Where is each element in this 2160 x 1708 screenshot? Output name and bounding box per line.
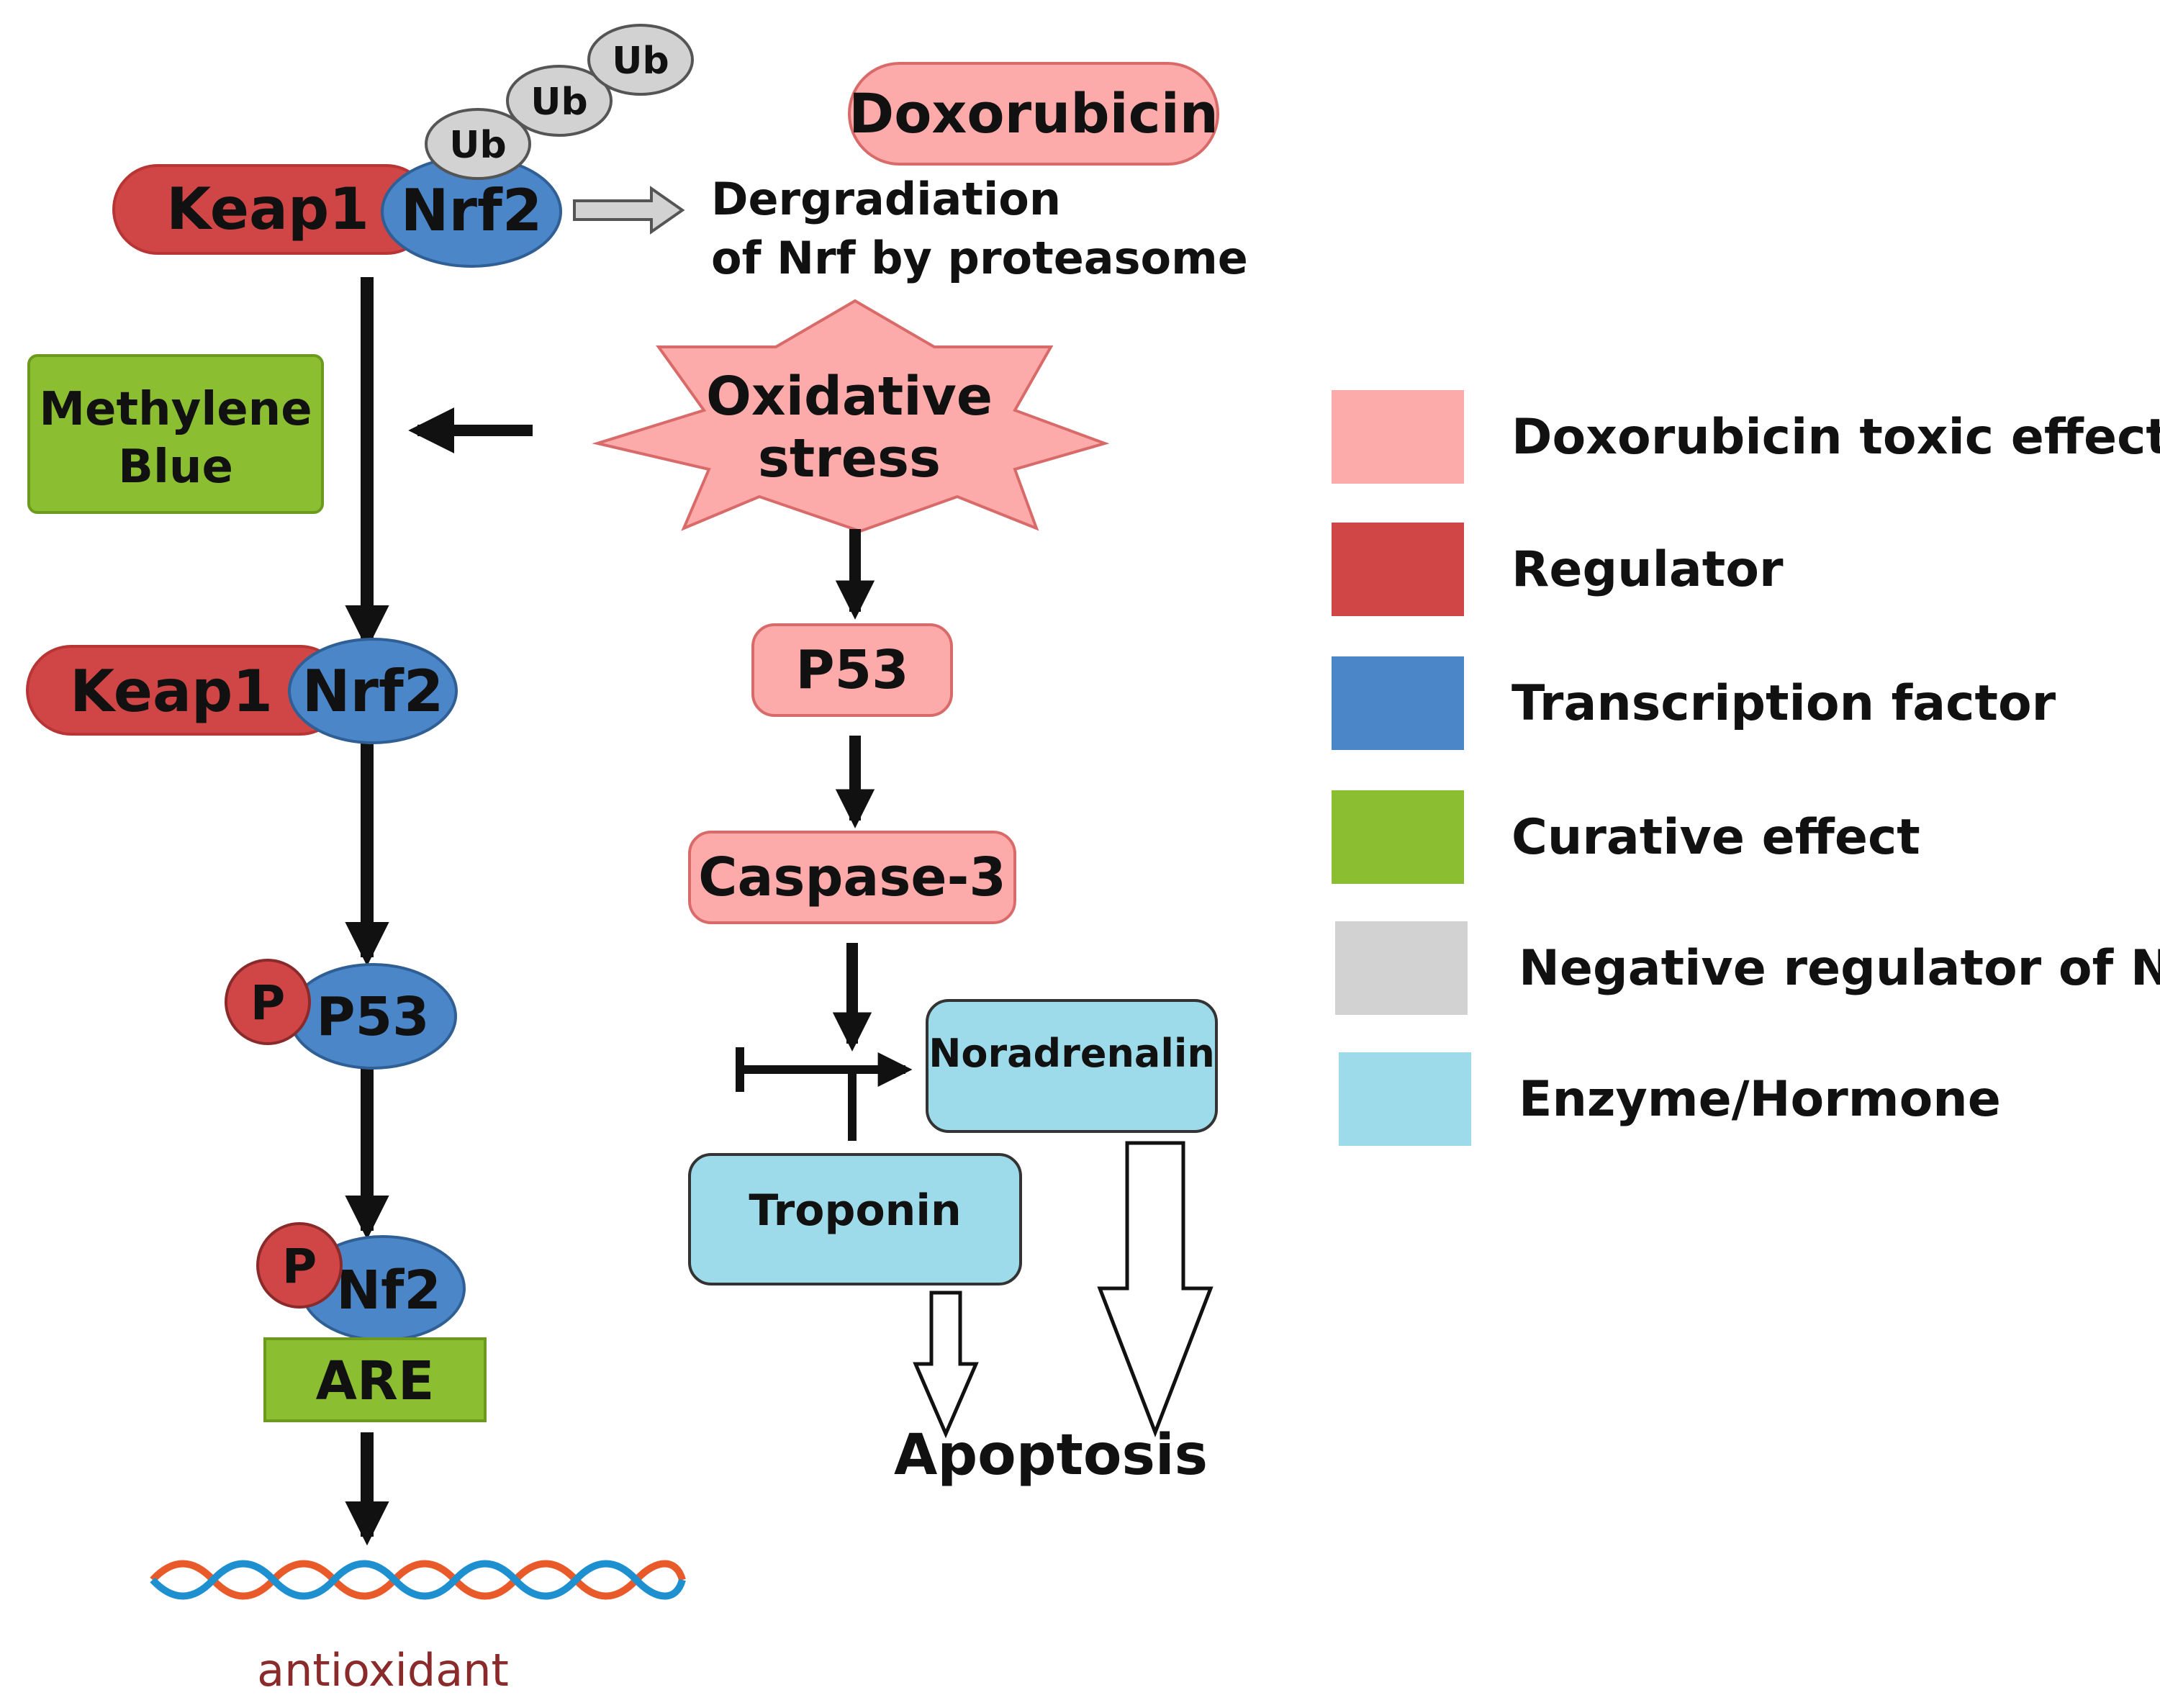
doxorubicin-node: Doxorubicin xyxy=(848,62,1219,166)
ub-1-label: Ub xyxy=(449,124,506,167)
antioxidant-label: antioxidant xyxy=(257,1644,509,1696)
ub-3-shape xyxy=(587,24,694,96)
degradation-label-line2: of Nrf by proteasome xyxy=(711,232,1248,284)
legend-swatch-doxorubicin-toxic-effect xyxy=(1332,390,1464,484)
phospho-2-label: P xyxy=(282,1239,317,1294)
nrf2-mid-label: Nrf2 xyxy=(302,658,444,725)
degradation-arrow xyxy=(573,186,685,235)
legend-swatch-transcription-factor xyxy=(1332,656,1464,750)
p53-right-label: P53 xyxy=(795,639,908,701)
degradation-label-line1: Dergradiation xyxy=(711,173,1061,225)
keap1-mid-label: Keap1 xyxy=(70,658,273,725)
legend-item-curative-effect: Curative effect xyxy=(1332,790,1920,884)
ub-3-label: Ub xyxy=(612,40,669,83)
caspase3-shape xyxy=(688,831,1016,924)
nrf2-top-label: Nrf2 xyxy=(401,177,543,244)
noradrenalin-node: Noradrenalin xyxy=(926,999,1218,1133)
noradrenalin-shape xyxy=(926,999,1218,1133)
troponin-node: Troponin xyxy=(688,1153,1022,1285)
methylene-blue-label-line2: Blue xyxy=(118,440,233,494)
troponin-shape xyxy=(688,1153,1022,1285)
p53-left-label: P53 xyxy=(316,986,429,1048)
doxorubicin-shape xyxy=(848,62,1219,166)
legend-label-negative-regulator: Negative regulator of Nrf2 xyxy=(1519,940,2160,997)
legend-swatch-enzyme-hormone xyxy=(1339,1052,1471,1146)
legend-label-curative-effect: Curative effect xyxy=(1511,809,1920,866)
noradrenalin-to-apoptosis-arrow xyxy=(1097,1141,1214,1437)
methylene-blue-node: Methylene Blue xyxy=(27,354,324,514)
phospho-2-shape xyxy=(256,1222,343,1309)
are-node: ARE xyxy=(263,1337,487,1422)
phospho-1-shape xyxy=(225,959,311,1045)
legend-item-enzyme-hormone: Enzyme/Hormone xyxy=(1339,1052,2001,1146)
doxorubicin-label: Doxorubicin xyxy=(849,81,1219,145)
apoptosis-label: Apoptosis xyxy=(894,1423,1208,1488)
methylene-blue-label-line1: Methylene xyxy=(39,383,312,436)
are-label: ARE xyxy=(316,1350,435,1412)
nrf2-mid-shape xyxy=(288,638,458,744)
legend: Doxorubicin toxic effect Regulator Trans… xyxy=(1332,390,2160,1146)
legend-label-regulator: Regulator xyxy=(1511,541,1784,598)
oxidative-stress-node: Oxidative stress xyxy=(592,299,1110,533)
legend-label-transcription-factor: Transcription factor xyxy=(1511,675,2056,732)
oxidative-stress-label-line2: stress xyxy=(758,428,941,489)
legend-label-enzyme-hormone: Enzyme/Hormone xyxy=(1519,1071,2001,1128)
legend-item-doxorubicin-toxic-effect: Doxorubicin toxic effect xyxy=(1332,390,2160,484)
legend-item-regulator: Regulator xyxy=(1332,523,1784,616)
keap1-top-label: Keap1 xyxy=(166,176,369,243)
p53-right-shape xyxy=(751,623,953,717)
legend-item-negative-regulator: Negative regulator of Nrf2 xyxy=(1335,921,2160,1015)
methylene-blue-shape xyxy=(27,354,324,514)
p53-right-node: P53 xyxy=(751,623,953,717)
phospho-p53-complex: P53 P xyxy=(225,959,457,1070)
caspase3-label: Caspase-3 xyxy=(698,846,1006,908)
phospho-nf2-complex: Nf2 P xyxy=(256,1222,466,1342)
legend-item-transcription-factor: Transcription factor xyxy=(1332,656,2056,750)
troponin-label: Troponin xyxy=(749,1185,961,1236)
keap1-nrf2-ubiquitinated-complex: Keap1 Nrf2 Ub Ub Ub xyxy=(112,24,694,268)
oxidative-stress-label-line1: Oxidative xyxy=(706,366,993,428)
dna-helix-icon xyxy=(150,1560,686,1600)
ub-2-label: Ub xyxy=(530,81,587,124)
legend-swatch-negative-regulator xyxy=(1335,921,1468,1015)
legend-label-doxorubicin-toxic-effect: Doxorubicin toxic effect xyxy=(1511,409,2160,466)
nf2-label: Nf2 xyxy=(336,1260,441,1321)
ub-1-shape xyxy=(425,108,531,180)
troponin-to-apoptosis-arrow xyxy=(913,1291,979,1439)
are-shape xyxy=(263,1337,487,1422)
noradrenalin-label: Noradrenalin xyxy=(928,1031,1215,1076)
phospho-1-label: P xyxy=(250,975,285,1031)
legend-swatch-curative-effect xyxy=(1332,790,1464,884)
caspase3-node: Caspase-3 xyxy=(688,831,1016,924)
keap1-nrf2-complex: Keap1 Nrf2 xyxy=(26,638,458,744)
ub-2-shape xyxy=(506,65,613,137)
legend-swatch-regulator xyxy=(1332,523,1464,616)
